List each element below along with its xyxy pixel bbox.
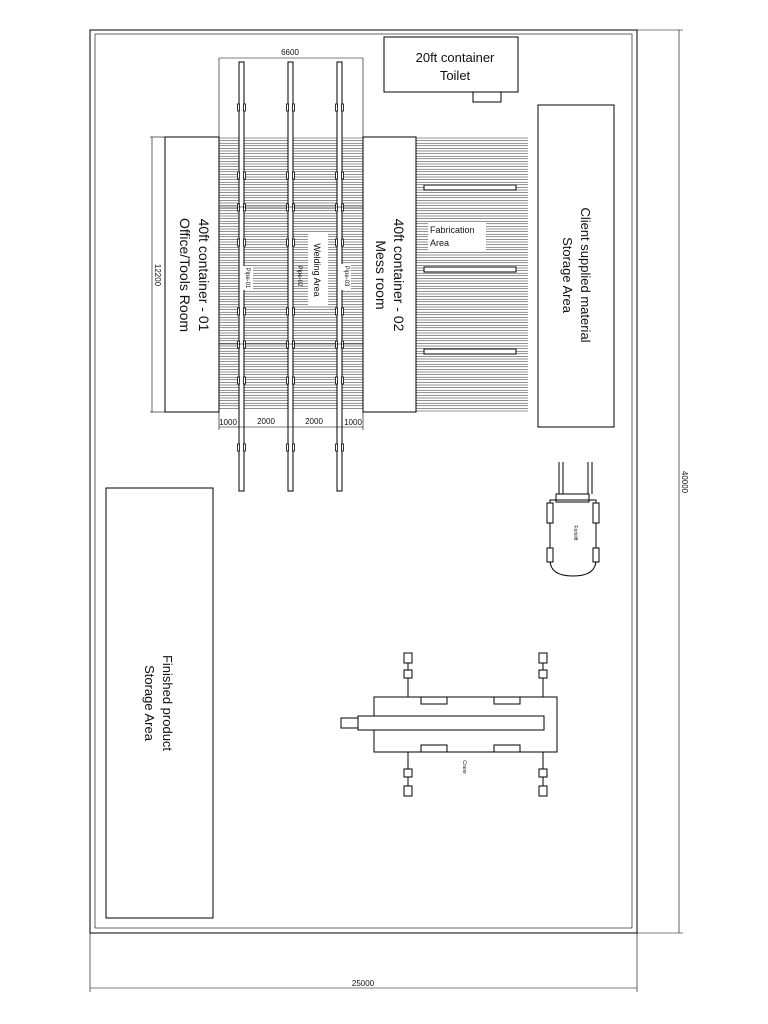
finished-storage-area: Finished product Storage Area [105,487,214,919]
client-storage-label-line1: Client supplied material [578,207,593,342]
container-length-label: 12200 [153,264,162,287]
finished-storage-label-line2: Storage Area [142,665,157,742]
office-label-line1: 40ft container - 01 [196,219,212,332]
pipe-spacing-dimensions: 1000 2000 2000 1000 [218,412,364,430]
gap-right-label: 1000 [344,418,362,427]
forklift-icon: Forklift [546,462,600,577]
pipe-rails [219,61,363,492]
crane-icon: Crane [340,652,558,797]
pipe-03-label: Pipe-03 [343,266,349,287]
crane-label: Crane [461,760,467,774]
toilet-label-line1: 20ft container [416,50,495,65]
welding-area-label: Welding Area [312,243,322,296]
fabrication-area: Fabrication Area [416,137,528,414]
dimension-height-label: 40000 [680,471,689,494]
finished-storage-label-line1: Finished product [160,655,175,751]
mess-container: 40ft container - 02 Mess room [362,136,417,413]
welding-frame: 6600 [218,48,364,137]
overall-dimensions: 25000 40000 [89,29,689,992]
welding-labels: Welding Area Pipe-02 Pipe-01 Pipe-03 [243,232,351,306]
mess-label-line2: Mess room [373,240,389,309]
toilet-container: 20ft container Toilet [383,36,519,103]
gap-mid-left-label: 2000 [257,417,275,426]
container-length-dimension: 12200 [150,136,165,413]
fabrication-label-box [428,222,486,251]
office-container: 40ft container - 01 Office/Tools Room [164,136,220,413]
pipe-span-label: 6600 [281,48,299,57]
office-label-line2: Office/Tools Room [177,218,193,332]
gap-left-label: 1000 [219,418,237,427]
site-boundary [89,29,638,934]
client-storage-label-line2: Storage Area [560,237,575,314]
pipe-02 [287,61,294,492]
fabrication-supports [423,184,517,355]
client-storage-area: Client supplied material Storage Area [537,104,615,428]
fabrication-label-line2: Area [430,238,449,248]
gap-mid-right-label: 2000 [305,417,323,426]
toilet-label-line2: Toilet [440,68,471,83]
fabrication-label-line1: Fabrication [430,225,475,235]
pipe-02-label: Pipe-02 [296,266,302,287]
pipe-01-label: Pipe-01 [244,268,250,289]
dimension-width-label: 25000 [352,979,375,988]
forklift-label: Forklift [572,526,578,542]
mess-label-line1: 40ft container - 02 [391,219,407,332]
